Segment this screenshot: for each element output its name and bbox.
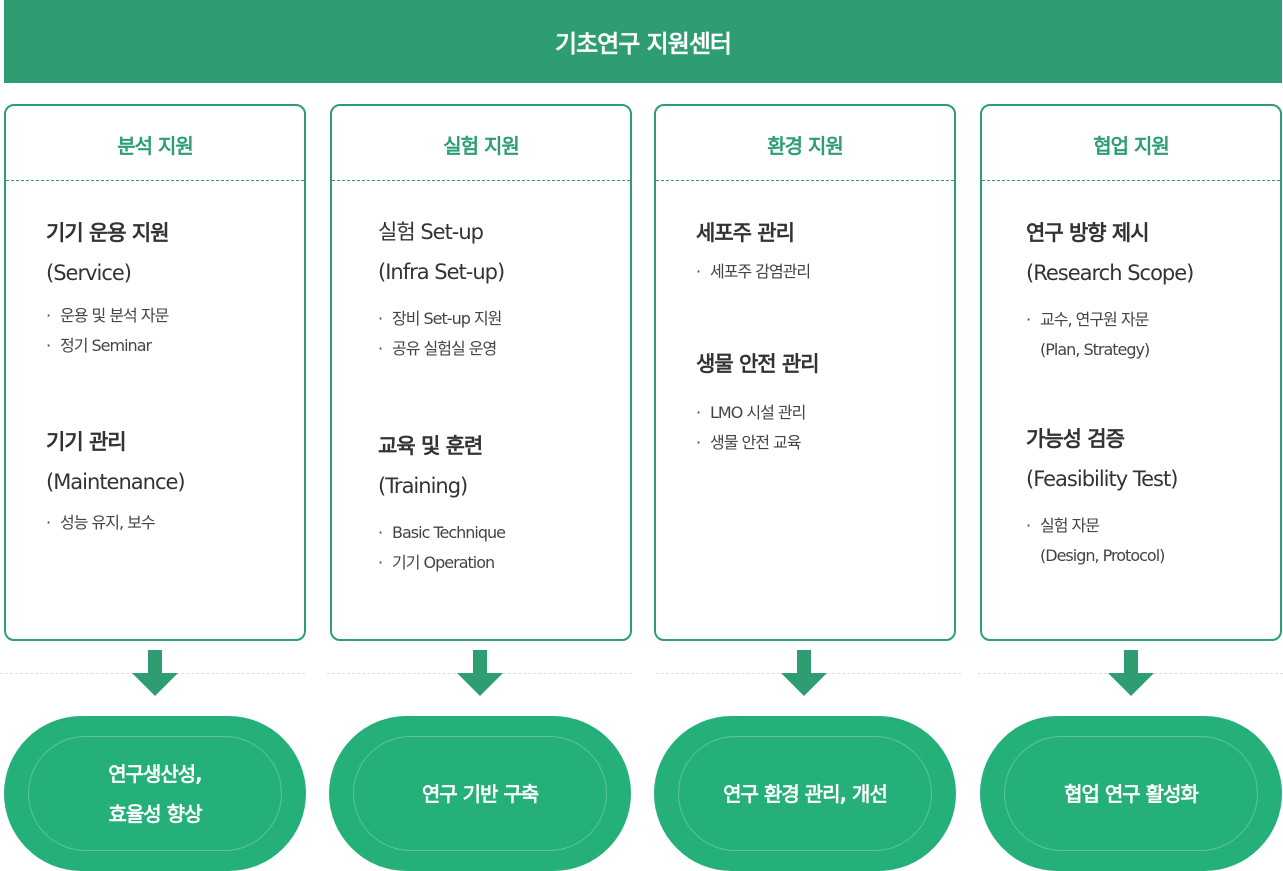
center-title-banner: 기초연구 지원센터	[4, 0, 1282, 83]
section: 기기 운용 지원 (Service) 운용 및 분석 자문 정기 Seminar	[46, 213, 294, 361]
bullet-item: 실험 자문	[1026, 511, 1270, 541]
section-subheading: (Maintenance)	[46, 470, 186, 494]
divider	[332, 180, 630, 181]
bullet-item: LMO 시설 관리	[696, 398, 944, 428]
experiment-support-card: 실험 지원 실험 Set-up (Infra Set-up) 장비 Set-up…	[330, 104, 632, 641]
bullet-item: 세포주 감염관리	[696, 257, 944, 287]
bullet-item: 장비 Set-up 지원	[378, 304, 620, 334]
bullet-item: Basic Technique	[378, 518, 620, 548]
collaboration-support-card: 협업 지원 연구 방향 제시 (Research Scope) 교수, 연구원 …	[980, 104, 1282, 641]
section: 기기 관리 (Maintenance) 성능 유지, 보수	[46, 422, 294, 538]
down-arrow-icon	[1108, 650, 1154, 696]
section-heading: 교육 및 훈련	[378, 434, 483, 458]
section-heading: 실험 Set-up	[378, 220, 484, 244]
outcome-text: 연구 기반 구축	[353, 736, 607, 851]
outcome-pill: 협업 연구 활성화	[980, 716, 1282, 871]
section-subheading: (Training)	[378, 474, 468, 498]
section-subheading: (Feasibility Test)	[1026, 467, 1178, 491]
section-subheading: (Service)	[46, 261, 132, 285]
bullet-item: 공유 실험실 운영	[378, 334, 620, 364]
section-subheading: (Research Scope)	[1026, 261, 1194, 285]
down-arrow-icon	[781, 650, 827, 696]
bullet-item: 생물 안전 교육	[696, 428, 944, 458]
section: 실험 Set-up (Infra Set-up) 장비 Set-up 지원 공유…	[378, 212, 620, 364]
outcome-text: 협업 연구 활성화	[1004, 736, 1258, 851]
section-heading: 생물 안전 관리	[696, 352, 820, 376]
section: 세포주 관리 세포주 감염관리	[696, 213, 944, 287]
environment-support-card: 환경 지원 세포주 관리 세포주 감염관리 생물 안전 관리 LMO 시설 관리…	[654, 104, 956, 641]
down-arrow-icon	[132, 650, 178, 696]
outcome-pill: 연구 환경 관리, 개선	[654, 716, 956, 871]
down-arrow-icon	[457, 650, 503, 696]
section-heading: 가능성 검증	[1026, 427, 1125, 451]
card-title: 협업 지원	[1093, 134, 1170, 158]
divider	[6, 180, 304, 181]
bullet-continuation: (Plan, Strategy)	[1040, 340, 1150, 359]
section: 연구 방향 제시 (Research Scope) 교수, 연구원 자문 (Pl…	[1026, 213, 1270, 365]
section: 교육 및 훈련 (Training) Basic Technique 기기 Op…	[378, 426, 620, 578]
outcome-pill: 연구생산성, 효율성 향상	[4, 716, 306, 871]
bullet-item: 운용 및 분석 자문	[46, 301, 294, 331]
section-heading: 기기 관리	[46, 430, 127, 454]
section-heading: 연구 방향 제시	[1026, 221, 1150, 245]
bullet-item: 성능 유지, 보수	[46, 508, 294, 538]
section-subheading: (Infra Set-up)	[378, 260, 505, 284]
divider	[982, 180, 1280, 181]
card-title: 분석 지원	[117, 134, 194, 158]
section: 가능성 검증 (Feasibility Test) 실험 자문 (Design,…	[1026, 419, 1270, 571]
divider	[656, 180, 954, 181]
outcome-text: 연구 환경 관리, 개선	[678, 736, 932, 851]
section-heading: 세포주 관리	[696, 221, 795, 245]
card-title: 실험 지원	[443, 134, 520, 158]
bullet-item: 기기 Operation	[378, 548, 620, 578]
analysis-support-card: 분석 지원 기기 운용 지원 (Service) 운용 및 분석 자문 정기 S…	[4, 104, 306, 641]
card-title: 환경 지원	[767, 134, 844, 158]
section-heading: 기기 운용 지원	[46, 221, 170, 245]
outcome-pill: 연구 기반 구축	[329, 716, 631, 871]
bullet-item: 교수, 연구원 자문	[1026, 305, 1270, 335]
section: 생물 안전 관리 LMO 시설 관리 생물 안전 교육	[696, 344, 944, 458]
outcome-text: 연구생산성, 효율성 향상	[28, 736, 282, 851]
bullet-item: 정기 Seminar	[46, 331, 294, 361]
bullet-continuation: (Design, Protocol)	[1040, 546, 1165, 565]
